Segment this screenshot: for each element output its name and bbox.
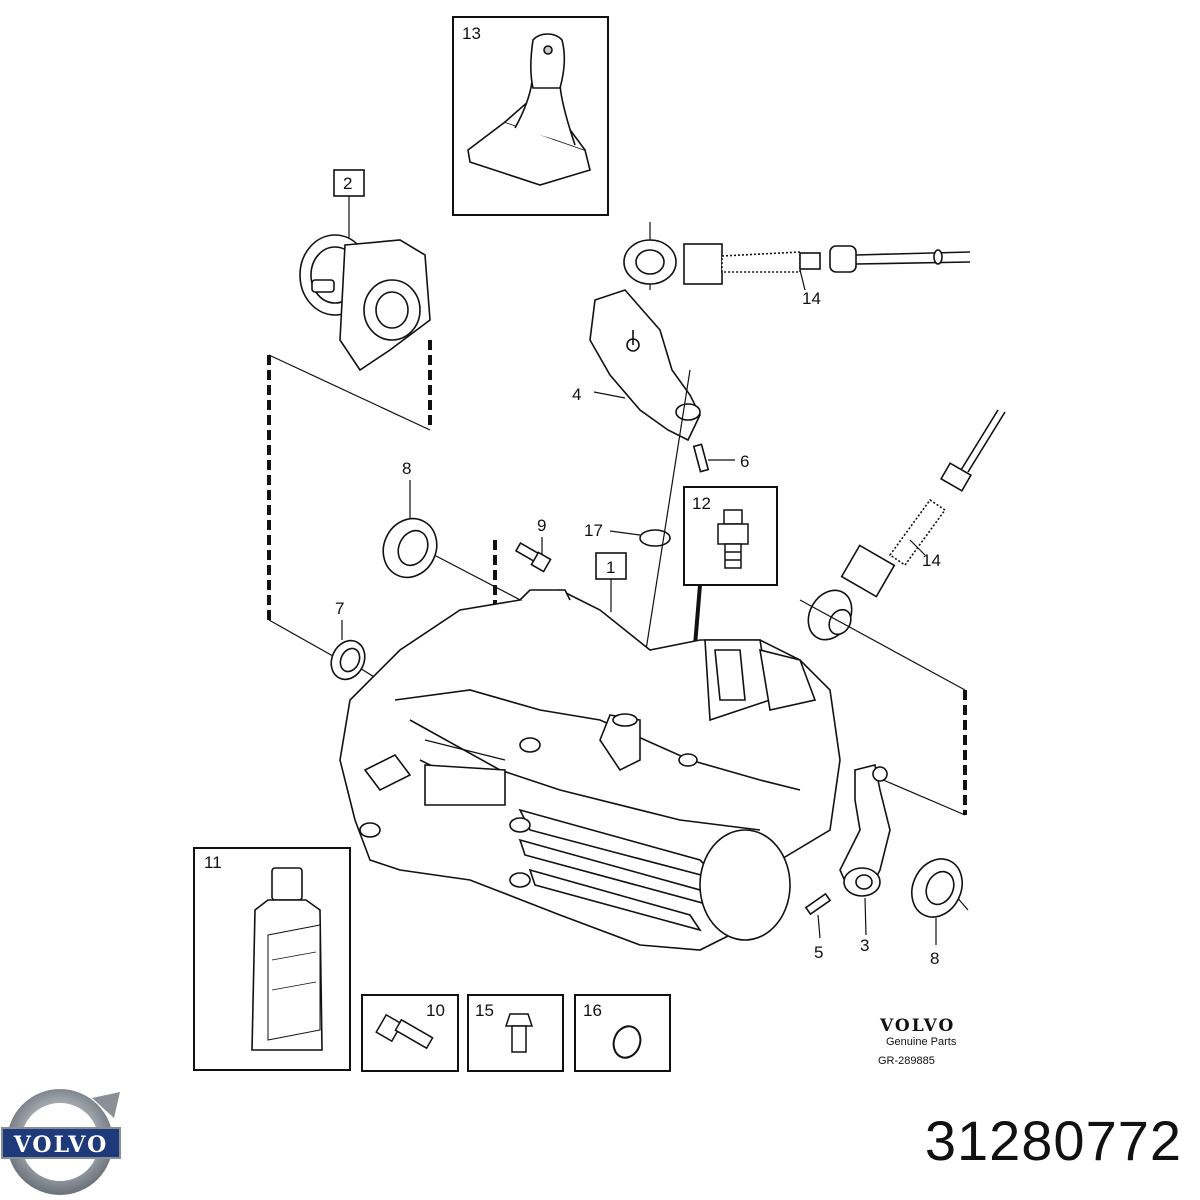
volvo-logo: VOLVO <box>1 1089 121 1195</box>
callout-16: 16 <box>583 1001 602 1020</box>
callout-7: 7 <box>335 599 344 618</box>
part-number: 31280772 <box>924 1109 1182 1172</box>
part-8-seal-lower: 8 <box>911 858 963 968</box>
o-ring-icon <box>612 1025 642 1059</box>
callout-5: 5 <box>814 943 823 962</box>
callout-6: 6 <box>740 452 749 471</box>
callout-13: 13 <box>462 24 481 43</box>
flange-bolt-icon <box>375 1013 434 1050</box>
backup-light-switch-icon <box>717 509 749 569</box>
callout-2: 2 <box>343 174 352 193</box>
callout-10: 10 <box>426 1001 445 1020</box>
part-17-o-ring: 17 <box>584 521 671 547</box>
callout-9: 9 <box>537 516 546 535</box>
callout-14-right: 14 <box>922 551 941 570</box>
part-1-gearbox-callout: 1 <box>595 552 627 612</box>
callout-4: 4 <box>572 385 581 404</box>
part-14-gear-cable-right: 14 <box>807 409 1006 641</box>
brand-wordmark: VOLVO <box>880 1016 956 1036</box>
release-bearing-icon <box>299 234 431 372</box>
part-16-o-ring-box: 16 <box>574 994 671 1072</box>
callout-3: 3 <box>860 936 869 955</box>
part-8-seal-upper: 8 <box>382 459 438 579</box>
callout-11: 11 <box>204 853 222 872</box>
part-10-bolt-box: 10 <box>361 994 459 1072</box>
gearbox-housing-illustration <box>339 589 841 951</box>
part-4-shift-lever-bracket: 4 6 <box>572 289 749 721</box>
part-5-roll-pin: 5 <box>804 892 832 962</box>
part-2-release-bearing: 2 <box>299 169 431 372</box>
callout-12: 12 <box>692 494 711 513</box>
callout-8-lower: 8 <box>930 949 939 968</box>
part-3-selector-lever: 3 <box>839 764 891 955</box>
part-9-bolt: 9 <box>514 516 552 573</box>
volvo-logo-text: VOLVO <box>13 1132 109 1158</box>
part-15-screw-box: 15 <box>467 994 564 1072</box>
callout-1: 1 <box>606 558 615 577</box>
oil-bottle-icon <box>251 867 323 1051</box>
drawing-code: GR-289885 <box>878 1055 935 1067</box>
part-13-shift-knob-box: 13 <box>452 16 609 216</box>
callout-17: 17 <box>584 521 603 540</box>
part-7-seal: 7 <box>330 599 366 681</box>
callout-8-upper: 8 <box>402 459 411 478</box>
shift-knob-icon <box>467 33 591 186</box>
part-11-oil-bottle-box: 11 <box>193 847 351 1071</box>
callout-14-top: 14 <box>802 289 821 308</box>
brand-subtitle: Genuine Parts <box>886 1036 957 1048</box>
callout-15: 15 <box>475 1001 494 1020</box>
part-14-gear-cable-top: 14 <box>623 222 971 308</box>
hex-screw-icon <box>504 1013 534 1053</box>
